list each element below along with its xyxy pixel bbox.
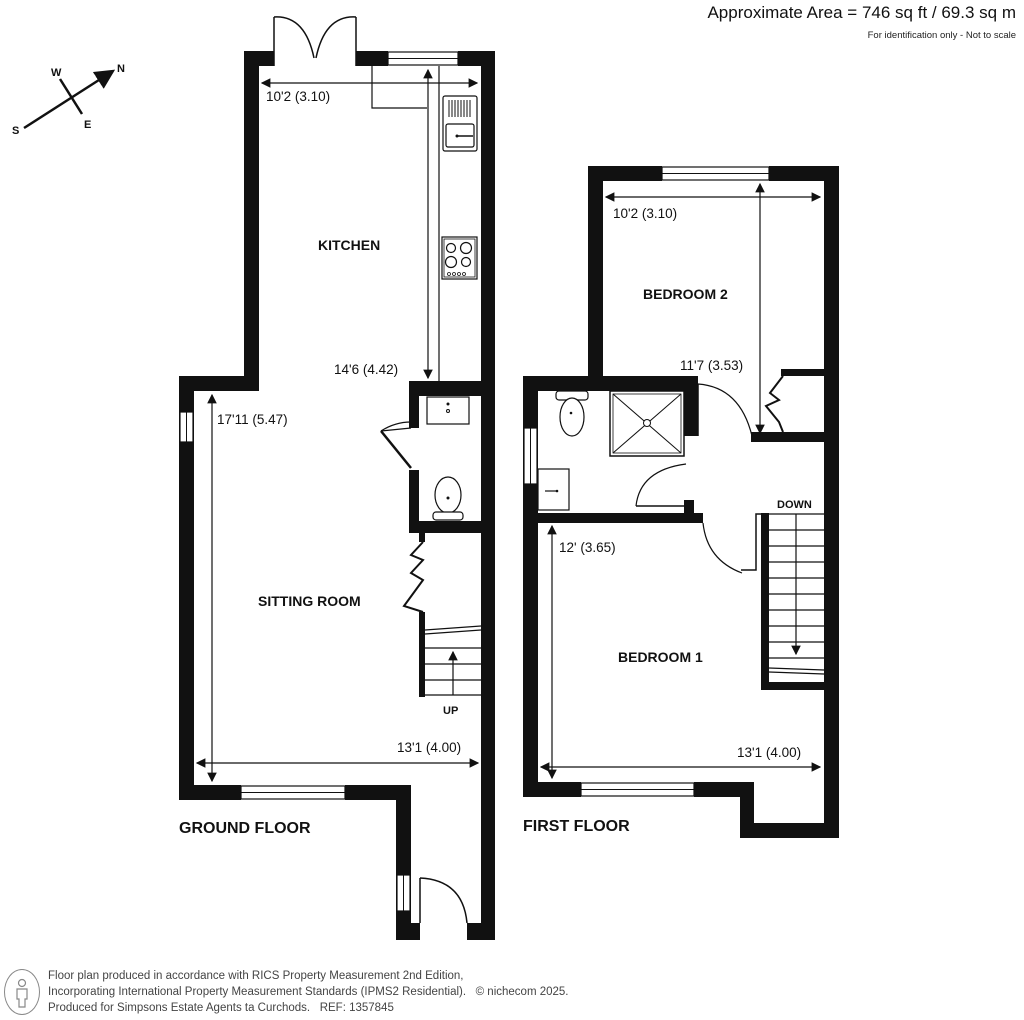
footer: Floor plan produced in accordance with R… (4, 968, 569, 1016)
person-icon (4, 969, 40, 1015)
approximate-area: Approximate Area = 746 sq ft / 69.3 sq m (707, 3, 1016, 22)
identification-note: For identification only - Not to scale (867, 30, 1016, 41)
stairs-up-label: UP (443, 705, 458, 717)
bedroom2-length: 11'7 (3.53) (680, 358, 743, 373)
kitchen-length: 14'6 (4.42) (334, 362, 398, 377)
ground-floor-plan: UP 10'2 (3.10) 14'6 (4.42) 17'11 (5.47) … (179, 16, 495, 940)
footer-copyright: © nichecom 2025. (475, 986, 569, 998)
room-bedroom-1: BEDROOM 1 (618, 649, 703, 665)
compass-n: N (117, 63, 125, 75)
footer-ref: REF: 1357845 (319, 1002, 394, 1014)
footer-line-1: Floor plan produced in accordance with R… (48, 970, 464, 982)
first-floor-label: FIRST FLOOR (523, 818, 630, 835)
compass-s: S (12, 125, 19, 137)
bedroom1-length: 12' (3.65) (559, 540, 616, 555)
area-header: Approximate Area = 746 sq ft / 69.3 sq m… (707, 2, 1016, 41)
sitting-room-width: 13'1 (4.00) (397, 740, 461, 755)
ground-floor-label: GROUND FLOOR (179, 820, 311, 837)
room-bedroom-2: BEDROOM 2 (643, 286, 728, 302)
compass-e: E (84, 119, 91, 131)
first-floor-plan: DOWN 10'2 (3.10) 11'7 (3.53) 12' (3.65) … (523, 166, 839, 838)
bedroom1-width: 13'1 (4.00) (737, 745, 801, 760)
footer-line-2: Incorporating International Property Mea… (48, 986, 467, 998)
footer-line-3: Produced for Simpsons Estate Agents ta C… (48, 1002, 311, 1014)
room-kitchen: KITCHEN (318, 237, 380, 253)
sitting-room-length: 17'11 (5.47) (217, 412, 288, 427)
compass-arrow-icon: W N S E (12, 63, 125, 137)
bedroom2-width: 10'2 (3.10) (613, 206, 677, 221)
stairs-down-label: DOWN (777, 499, 812, 511)
kitchen-width: 10'2 (3.10) (266, 89, 330, 104)
room-sitting-room: SITTING ROOM (258, 593, 361, 609)
compass-w: W (51, 67, 62, 79)
